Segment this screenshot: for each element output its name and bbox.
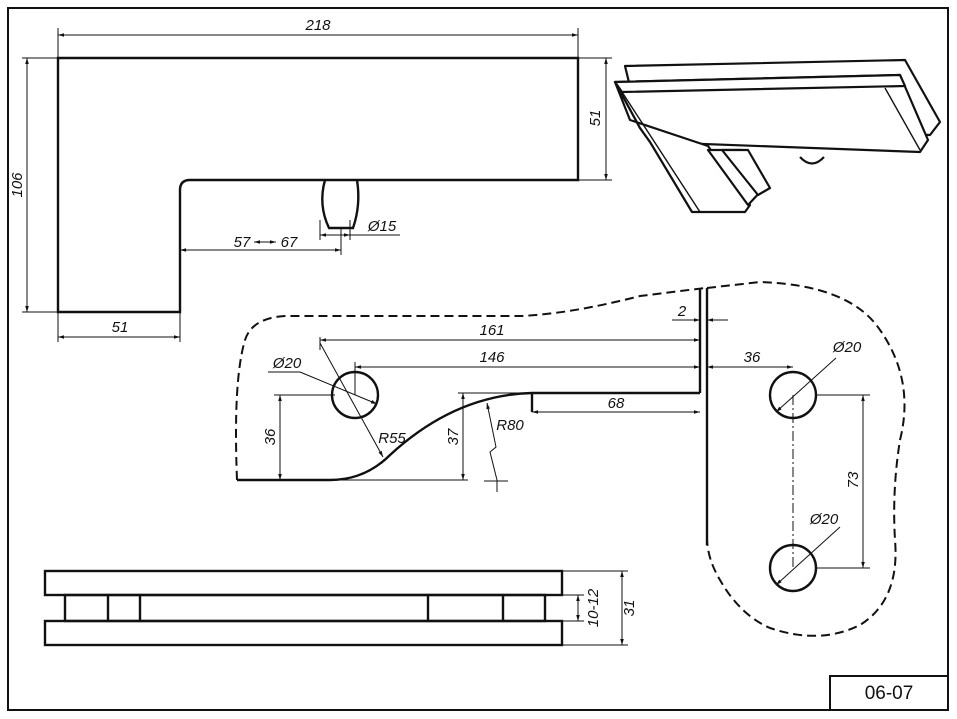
side-view: 10-12 31 — [43, 569, 638, 647]
top-view-outline — [56, 56, 580, 314]
dim-218: 218 — [304, 17, 331, 34]
dim-hole-top-right-diameter: Ø20 — [832, 339, 862, 356]
dim-73: 73 — [845, 471, 862, 488]
dim-hole-left-diameter: Ø20 — [272, 355, 302, 372]
dim-37: 37 — [445, 428, 462, 445]
dim-31: 31 — [621, 600, 638, 617]
drawing-code: 06-07 — [865, 683, 914, 704]
dim-r80: R80 — [496, 417, 524, 434]
dim-r55: R55 — [378, 430, 406, 447]
dim-57: 57 — [234, 234, 251, 251]
isometric-view — [613, 58, 942, 214]
dim-slot-diameter: Ø15 — [367, 218, 397, 235]
slot-outline — [321, 179, 360, 230]
dim-gap: 10-12 — [585, 588, 602, 627]
dim-106: 106 — [9, 172, 26, 198]
template-outline-right — [706, 280, 906, 637]
template-outline-left — [235, 287, 706, 481]
dim-161: 161 — [479, 322, 504, 339]
drawing-border — [7, 7, 949, 711]
dim-hole-bottom-right-diameter: Ø20 — [809, 511, 839, 528]
dim-67: 67 — [281, 234, 298, 251]
template-view: 161 146 2 68 Ø20 R55 36 37 R80 36 — [235, 280, 906, 637]
dim-2: 2 — [677, 303, 687, 320]
top-view: 218 106 51 51 57 67 Ø15 — [9, 17, 612, 342]
dim-146: 146 — [479, 349, 505, 366]
template-profile — [237, 391, 700, 482]
dim-36-left: 36 — [262, 428, 279, 445]
dim-68: 68 — [608, 395, 625, 412]
dim-51-right: 51 — [587, 110, 604, 127]
title-block: 06-07 — [829, 675, 949, 711]
dim-51-bottom: 51 — [112, 319, 129, 336]
dim-36-right: 36 — [744, 349, 761, 366]
